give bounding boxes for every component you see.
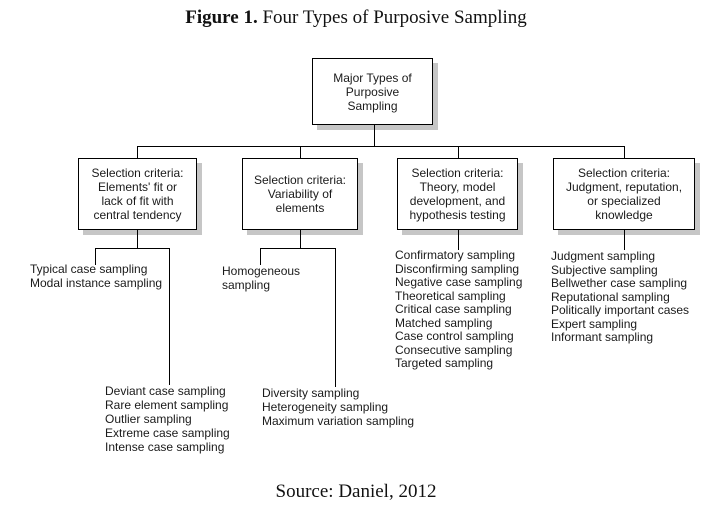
connector-root-stub: [374, 125, 375, 146]
node-criteria-judgment-knowledge: Selection criteria: Judgment, reputation…: [553, 158, 695, 230]
connector-branch1-left-drop: [95, 248, 96, 265]
connector-branch3-stub: [458, 230, 459, 250]
connector-main-horizontal: [137, 146, 625, 147]
connector-branch2-left-drop: [260, 248, 261, 265]
connector-drop-branch4: [624, 146, 625, 158]
node-criteria-theory-testing: Selection criteria: Theory, model develo…: [397, 158, 518, 230]
figure-title-text: Four Types of Purposive Sampling: [257, 7, 527, 28]
connector-branch1-stub: [137, 230, 138, 248]
connector-drop-branch1: [137, 146, 138, 158]
connector-branch1-right-drop: [169, 248, 170, 385]
figure-title: Figure 1. Four Types of Purposive Sampli…: [0, 7, 712, 29]
list-central-tendency-upper: Typical case sampling Modal instance sam…: [30, 262, 163, 290]
connector-branch2-stub: [300, 230, 301, 248]
figure-title-label: Figure 1.: [185, 7, 258, 28]
list-judgment-knowledge-samplings: Judgment sampling Subjective sampling Be…: [551, 249, 690, 344]
list-theory-testing-samplings: Confirmatory sampling Disconfirming samp…: [395, 248, 523, 370]
node-criteria-central-tendency: Selection criteria: Elements' fit or lac…: [78, 158, 197, 230]
connector-branch1-horizontal: [95, 248, 170, 249]
node-criteria-variability: Selection criteria: Variability of eleme…: [242, 158, 358, 230]
source-citation: Source: Daniel, 2012: [275, 481, 437, 502]
connector-branch4-stub: [624, 230, 625, 250]
connector-branch2-right-drop: [335, 248, 336, 387]
list-variability-upper: Homogeneous sampling: [222, 264, 301, 292]
list-variability-lower: Diversity sampling Heterogeneity samplin…: [262, 386, 415, 428]
node-major-types: Major Types of Purposive Sampling: [312, 58, 433, 125]
list-central-tendency-lower: Deviant case sampling Rare element sampl…: [105, 384, 230, 454]
connector-drop-branch3: [458, 146, 459, 158]
connector-branch2-horizontal: [260, 248, 336, 249]
connector-drop-branch2: [300, 146, 301, 158]
